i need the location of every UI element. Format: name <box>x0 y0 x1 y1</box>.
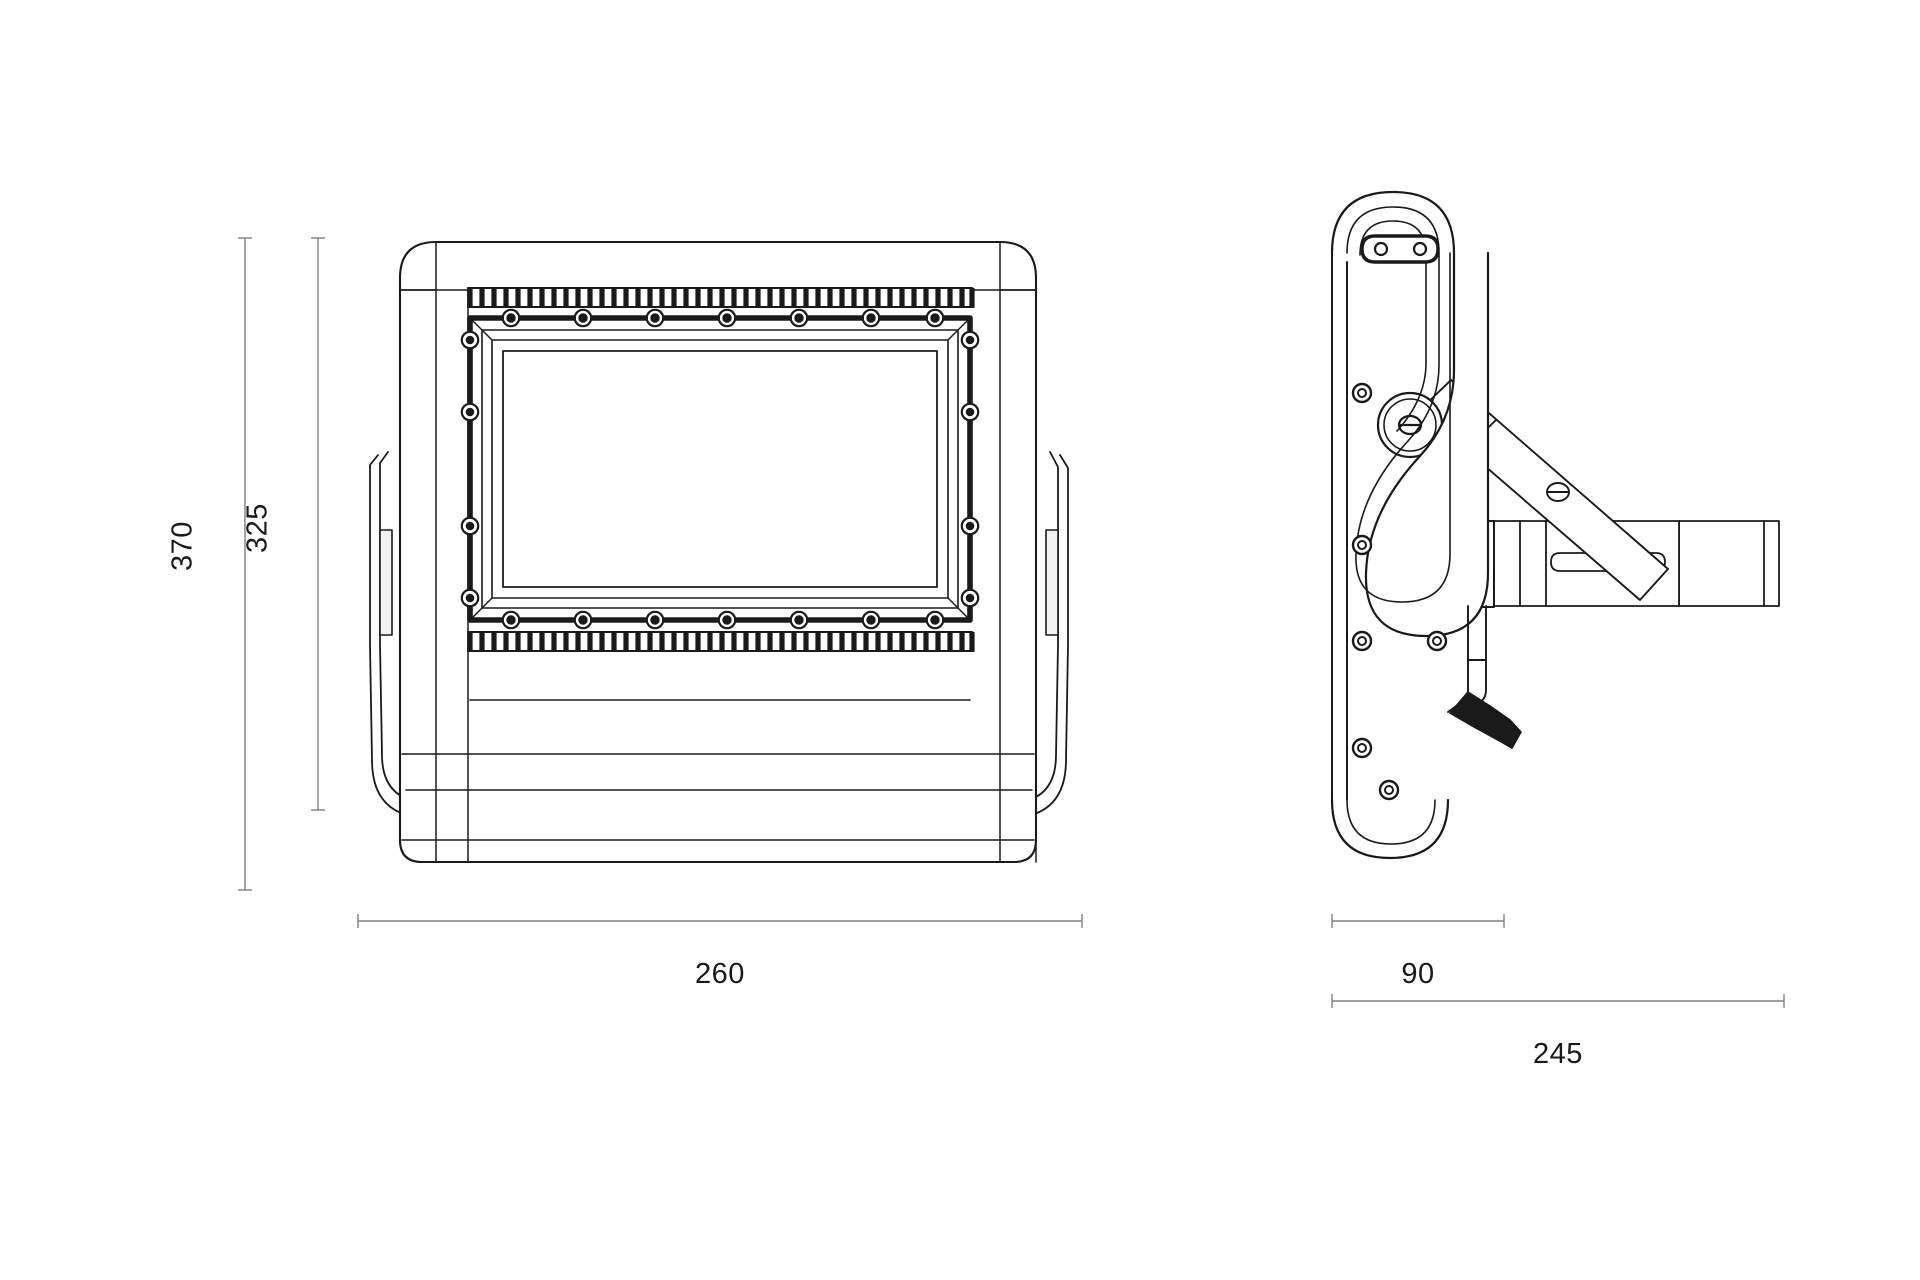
screw-icon <box>645 610 665 630</box>
side-body-inner-wall <box>1346 206 1451 603</box>
front-view <box>369 240 1069 864</box>
side-body-bottom <box>1330 798 1450 860</box>
side-upper-pivot <box>1376 391 1444 459</box>
screw-icon <box>460 330 480 350</box>
front-bezel-chamfer <box>469 317 971 621</box>
front-bezel-frame-inner <box>481 329 959 609</box>
front-bezel-screws-right <box>960 330 980 608</box>
screw-icon <box>960 402 980 422</box>
screw-icon <box>460 516 480 536</box>
front-yoke-tab-left <box>379 529 393 636</box>
screw-icon <box>789 610 809 630</box>
side-view <box>1330 190 1780 860</box>
screw-icon <box>460 588 480 608</box>
screw-icon <box>573 610 593 630</box>
screw-icon <box>925 610 945 630</box>
dim-245 <box>1331 994 1785 1008</box>
side-front-face <box>1331 252 1348 801</box>
front-yoke-tab-right <box>1045 529 1059 636</box>
screw-icon <box>1351 382 1373 404</box>
screw-icon <box>573 308 593 328</box>
dim-label-260: 260 <box>695 958 745 990</box>
screw-icon <box>501 610 521 630</box>
side-screws-left <box>1351 382 1373 759</box>
screw-icon <box>501 308 521 328</box>
screw-icon <box>789 308 809 328</box>
screw-icon <box>960 588 980 608</box>
dim-370 <box>238 237 252 891</box>
side-cable-gland <box>1447 605 1522 749</box>
screw-icon <box>1378 779 1400 801</box>
front-fin-band-bottom <box>467 631 975 652</box>
dimension-lines <box>238 237 1785 1008</box>
dim-260 <box>357 914 1083 928</box>
front-lens-aperture <box>502 350 938 588</box>
arm-pivot-hole-icon <box>1546 482 1570 502</box>
screw-icon <box>861 308 881 328</box>
front-bezel-screws-left <box>460 330 480 608</box>
pivot-hole-icon <box>1397 414 1423 436</box>
side-mounting-pole <box>1678 520 1780 607</box>
dim-325 <box>311 237 325 811</box>
screw-icon <box>1351 737 1373 759</box>
screw-icon <box>1351 630 1373 652</box>
screw-icon <box>645 308 665 328</box>
screw-icon <box>460 402 480 422</box>
screw-icon <box>861 610 881 630</box>
screw-icon <box>717 610 737 630</box>
screw-icon <box>1426 630 1448 652</box>
front-bezel-screws-bottom <box>501 610 945 630</box>
dim-label-245: 245 <box>1533 1038 1583 1070</box>
screw-icon <box>1351 534 1373 556</box>
dim-label-90: 90 <box>1401 958 1435 990</box>
side-slot-hole <box>1360 234 1440 264</box>
front-fin-band-top <box>467 287 975 308</box>
screw-icon <box>960 330 980 350</box>
side-body-outline <box>1330 190 1490 638</box>
screw-icon <box>925 308 945 328</box>
screw-icon <box>960 516 980 536</box>
screw-icon <box>717 308 737 328</box>
dim-label-370: 370 <box>166 521 199 571</box>
front-bezel-screws-top <box>501 308 945 328</box>
side-screws-right <box>1378 630 1448 801</box>
dim-90 <box>1331 914 1505 928</box>
dim-label-325: 325 <box>241 503 274 553</box>
